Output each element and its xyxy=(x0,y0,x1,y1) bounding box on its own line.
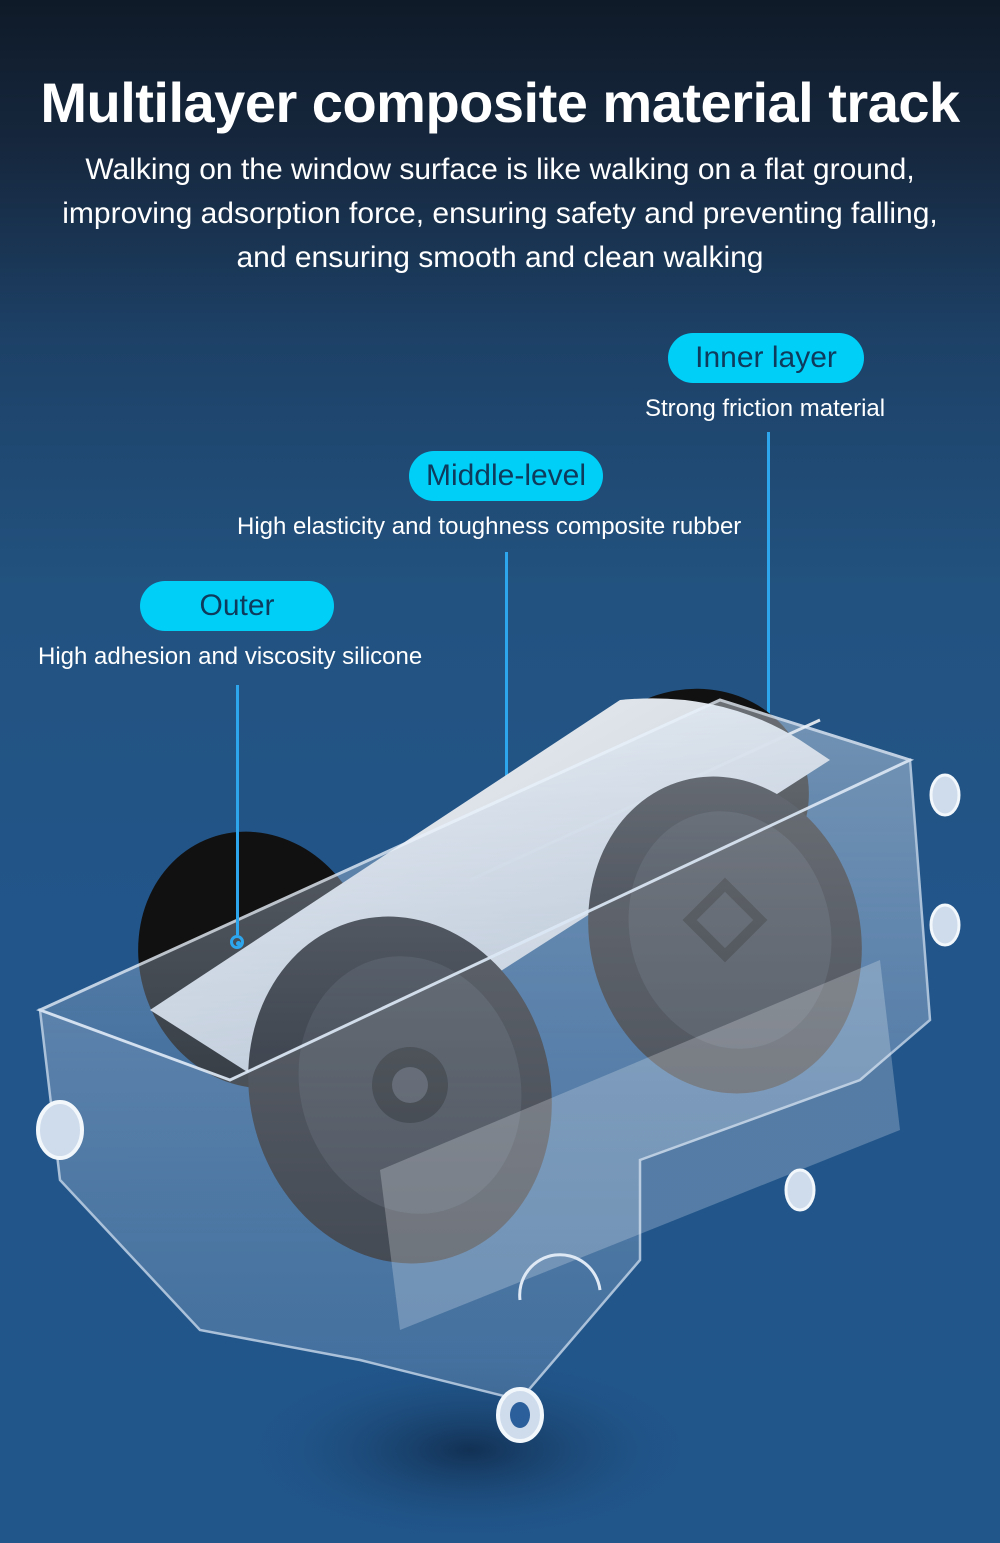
outer-marker-icon xyxy=(230,935,244,949)
middle-level-leader-line xyxy=(505,552,508,842)
inner-layer-leader-line xyxy=(767,432,770,714)
subtitle: Walking on the window surface is like wa… xyxy=(0,148,1000,280)
outer-description: High adhesion and viscosity silicone xyxy=(38,643,423,670)
outer-leader-line xyxy=(236,685,239,935)
inner-layer-badge: Inner layer xyxy=(668,333,864,383)
subtitle-line: improving adsorption force, ensuring saf… xyxy=(62,197,938,230)
middle-level-badge: Middle-level xyxy=(409,451,603,501)
page-title: Multilayer composite material track xyxy=(40,71,960,134)
middle-level-description: High elasticity and toughness composite … xyxy=(237,513,742,540)
subtitle-line: and ensuring smooth and clean walking xyxy=(236,241,764,274)
track-module-illustration xyxy=(36,688,961,1540)
subtitle-line: Walking on the window surface is like wa… xyxy=(85,153,915,186)
outer-badge: Outer xyxy=(140,581,334,631)
inner-layer-description: Strong friction material xyxy=(645,395,886,422)
